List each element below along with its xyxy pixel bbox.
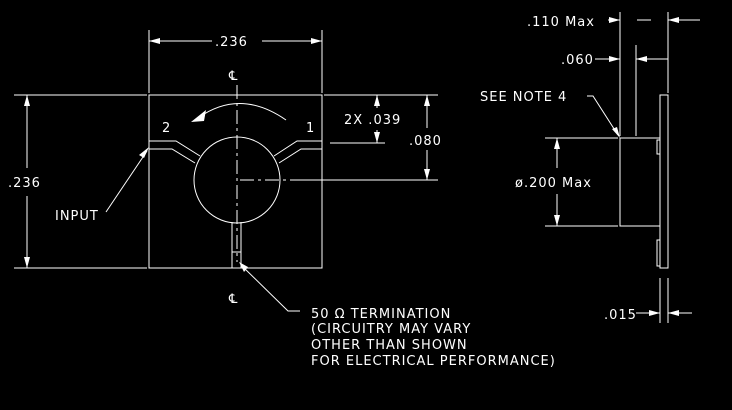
see-note-arrow [612,127,620,138]
step-arrow-left [609,56,620,62]
see-note-label: SEE NOTE 4 [480,90,567,105]
center-dim-label: .080 [409,134,442,149]
thickness-arrow-left [649,310,660,316]
port-1-line-lower [278,148,322,164]
termination-note-line-2: (CIRCUITRY MAY VARY [311,322,471,337]
width-arrow-right [311,38,322,44]
termination-note-line-3: OTHER THAN SHOWN [311,338,468,353]
see-note-leader [587,95,619,136]
termination-note-line-1: 50 Ω TERMINATION [311,307,451,322]
port-1-line [273,140,322,157]
step-dim-label: .060 [561,53,594,68]
diameter-arrow-top [554,138,560,149]
diameter-arrow-bottom [554,215,560,226]
width-dim-label: .236 [215,35,248,50]
overall-arrow-right [668,17,679,23]
center-arrow-bottom [424,169,430,180]
port-1-label: 1 [306,121,315,136]
port-2-label: 2 [162,121,171,136]
side-pad-bottom [656,239,661,267]
termination-line [231,222,242,253]
offset-arrow-bottom [374,132,380,143]
centerline-symbol-bottom: ℄ [228,292,238,307]
thickness-arrow-right [668,310,679,316]
offset-arrow-top [374,95,380,106]
overall-dim-label: .110 Max [527,15,595,30]
height-arrow-top [24,95,30,106]
base-plate [659,94,669,269]
step-arrow-right [636,56,647,62]
thickness-dim-label: .015 [604,308,637,323]
height-dim-label: .236 [8,176,41,191]
circulation-arrowhead [191,110,206,122]
width-arrow-left [149,38,160,44]
port-2-line-lower [149,148,196,164]
housing-outline [148,94,323,269]
termination-note-line-4: FOR ELECTRICAL PERFORMANCE) [311,354,556,369]
termination-note: 50 Ω TERMINATION (CIRCUITRY MAY VARY OTH… [311,307,556,369]
magnet-body [619,137,661,227]
side-view: .110 Max .060 SEE NOTE 4 ø.200 Max .015 [480,12,700,323]
input-leader-arrow [139,147,149,158]
input-label: INPUT [55,209,99,224]
port-2-line [149,140,201,157]
height-arrow-bottom [24,257,30,268]
overall-arrow-left [609,17,620,23]
termination-leader [240,264,300,312]
circulation-arrow [197,103,287,121]
offset-dim-label: 2X .039 [344,113,401,128]
input-leader [105,150,148,213]
centerline-symbol-top: ℄ [228,69,238,84]
side-pad-top [656,139,661,155]
center-arrow-top [424,95,430,106]
termination-leader-arrow [239,262,248,272]
top-view: 2 1 ℄ ℄ .236 .236 2X .039 . [8,30,442,312]
diameter-dim-label: ø.200 Max [515,176,592,191]
